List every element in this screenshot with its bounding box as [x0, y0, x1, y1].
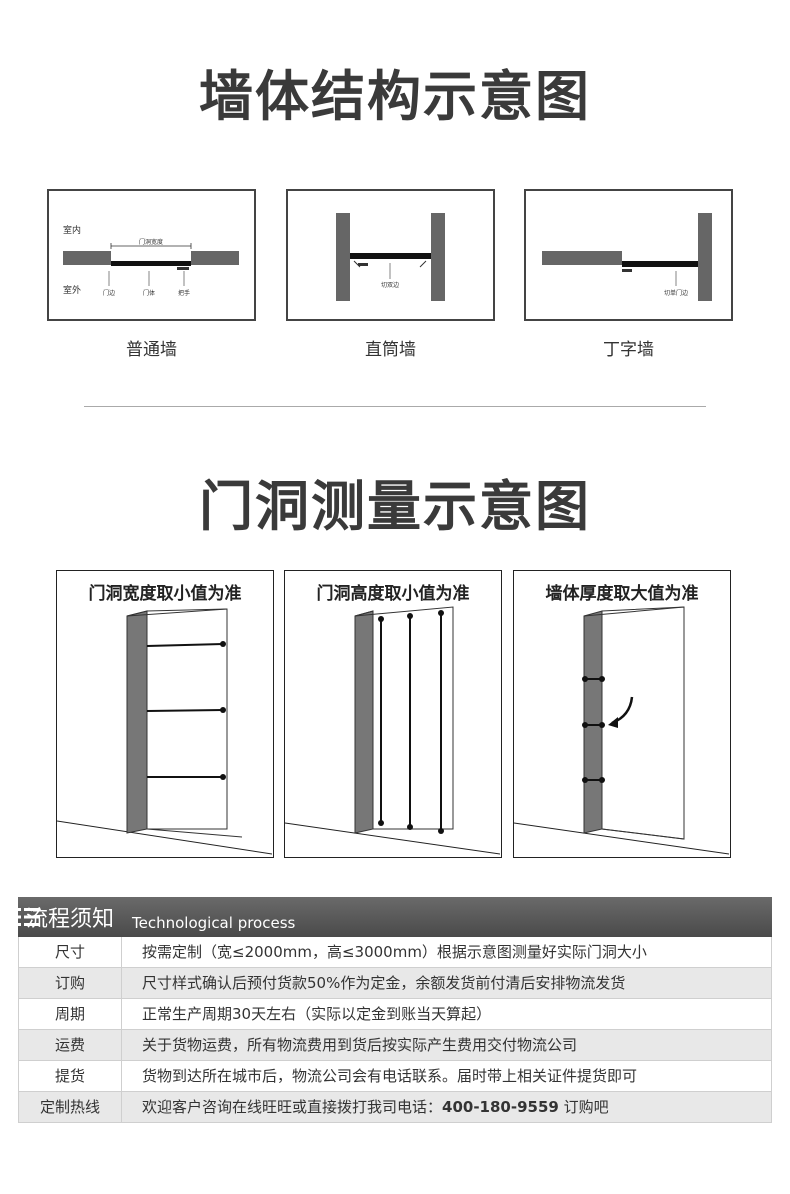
- t-wall-caption: 丁字墙: [603, 340, 654, 360]
- straight-wall-caption: 直筒墙: [365, 340, 416, 360]
- thickness-measure-panel: 墙体厚度取大值为准: [513, 570, 731, 858]
- straight-wall-diagram: 切双边: [286, 189, 495, 321]
- process-header: 流程须知 Technological process: [18, 897, 772, 937]
- height-measure-panel: 门洞高度取小值为准: [284, 570, 502, 858]
- thickness-measure-label: 墙体厚度取大值为准: [545, 584, 699, 604]
- left-wall-block: [63, 251, 111, 265]
- t-wall-diagram: 切单门边: [524, 189, 733, 321]
- body-label: 门体: [143, 289, 155, 297]
- height-measure-label: 门洞高度取小值为准: [316, 584, 470, 604]
- process-title: 流程须知: [26, 907, 115, 932]
- left-wall-column: [336, 213, 350, 301]
- outdoor-label: 室外: [63, 284, 81, 296]
- cut-single-label: 切单门边: [664, 289, 688, 297]
- side-wall-block: [542, 251, 622, 265]
- table-row: 运费 关于货物运费，所有物流费用到货后按实际产生费用交付物流公司: [19, 1030, 771, 1061]
- process-table: 流程须知 Technological process 尺寸 按需定制（宽≤200…: [18, 897, 772, 1123]
- door-opening-measure-title: 门洞测量示意图: [199, 475, 591, 538]
- table-row: 定制热线 欢迎客户咨询在线旺旺或直接拨打我司电话：400-180-9559 订购…: [19, 1092, 771, 1123]
- table-row: 尺寸 按需定制（宽≤2000mm，高≤3000mm）根据示意图测量好实际门洞大小: [19, 937, 771, 968]
- edge-label: 门边: [103, 289, 115, 297]
- door-panel: [111, 261, 191, 266]
- door-width-label: 门洞宽度: [139, 238, 163, 246]
- cut-both-label: 切双边: [381, 281, 399, 289]
- ordinary-wall-caption: 普通墙: [126, 340, 177, 360]
- indoor-label: 室内: [63, 224, 81, 236]
- table-row: 提货 货物到达所在城市后，物流公司会有电话联系。届时带上相关证件提货即可: [19, 1061, 771, 1092]
- door-panel: [350, 253, 431, 259]
- table-row: 订购 尺寸样式确认后预付货款50%作为定金，余额发货前付清后安排物流发货: [19, 968, 771, 999]
- process-subtitle: Technological process: [132, 914, 296, 932]
- right-wall-block: [191, 251, 239, 265]
- table-row: 周期 正常生产周期30天左右（实际以定金到账当天算起）: [19, 999, 771, 1030]
- handle-label: 把手: [178, 289, 190, 297]
- door-panel: [622, 261, 698, 267]
- width-measure-label: 门洞宽度取小值为准: [88, 584, 242, 604]
- menu-icon: [18, 908, 40, 926]
- ordinary-wall-diagram: 室内 室外 门洞宽度 门边 门体 把手: [47, 189, 256, 321]
- right-wall-column: [431, 213, 445, 301]
- process-rows: 尺寸 按需定制（宽≤2000mm，高≤3000mm）根据示意图测量好实际门洞大小…: [18, 937, 772, 1123]
- width-measure-panel: 门洞宽度取小值为准: [56, 570, 274, 858]
- end-wall-column: [698, 213, 712, 301]
- section-divider: [84, 406, 706, 407]
- wall-structure-title: 墙体结构示意图: [199, 65, 591, 128]
- hotline-phone: 400-180-9559: [442, 1098, 559, 1116]
